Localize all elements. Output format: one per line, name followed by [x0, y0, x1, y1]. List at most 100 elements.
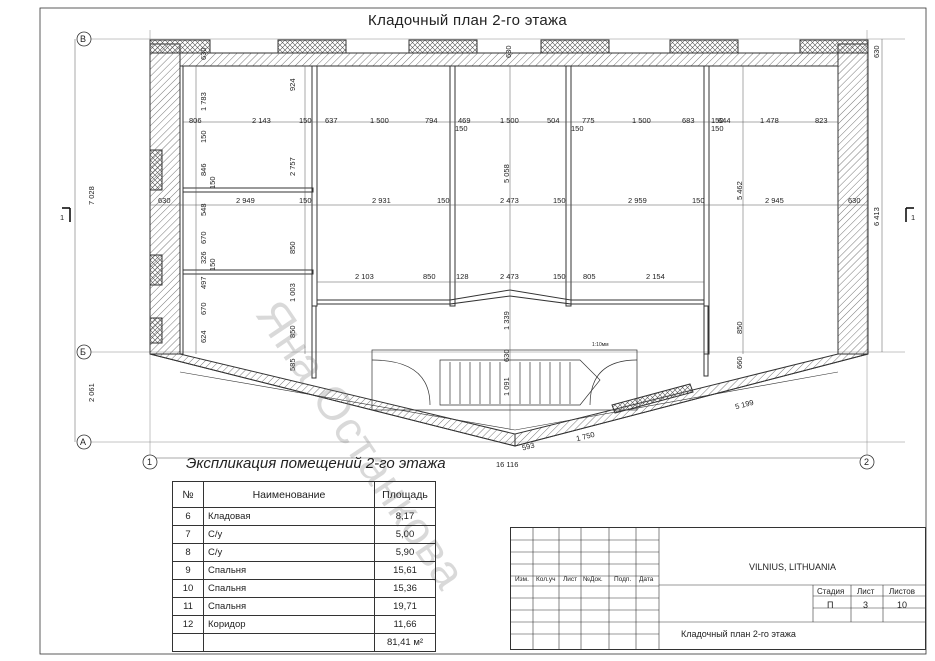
stamp-sheets: 10: [897, 600, 908, 610]
row-area: 11,66: [374, 615, 436, 634]
dim-text: 5 058: [502, 164, 511, 183]
dim-text: 150: [299, 196, 312, 205]
dim-text: 128: [456, 272, 469, 281]
row-area: 19,71: [374, 597, 436, 616]
dim-text: 1 500: [500, 116, 519, 125]
dim-text: 150: [711, 124, 724, 133]
row-num: 11: [172, 597, 204, 616]
dim-text: 2 473: [500, 272, 519, 281]
dim-text: 670: [199, 231, 208, 244]
explication-title: Экспликация помещений 2-го этажа: [186, 455, 446, 472]
row-num: 7: [172, 525, 204, 544]
dim-text: 5 462: [735, 181, 744, 200]
dim-text: 16 116: [496, 460, 519, 469]
dim-text: 1 500: [370, 116, 389, 125]
row-name: Кладовая: [203, 507, 375, 526]
dim-text: 150: [199, 130, 208, 143]
row-area: 15,61: [374, 561, 436, 580]
staircase: [371, 349, 638, 411]
dim-text: 2 945: [765, 196, 784, 205]
dim-text: 2 061: [87, 383, 96, 402]
stamp-col-ndok: №Док.: [583, 576, 603, 583]
axis-bubbles: [76, 31, 875, 470]
dim-text: 660: [735, 356, 744, 369]
empty-cell: [203, 633, 375, 652]
dim-text: 2 103: [355, 272, 374, 281]
col-header-area: Площадь: [374, 481, 436, 508]
row-num: 6: [172, 507, 204, 526]
axis-label-b: Б: [80, 347, 86, 357]
dim-text: 794: [425, 116, 438, 125]
row-num: 8: [172, 543, 204, 562]
empty-cell: [172, 633, 204, 652]
dim-text: 670: [199, 302, 208, 315]
title-block-grid: [511, 528, 925, 649]
dim-text: 1 091: [502, 377, 511, 396]
row-num: 10: [172, 579, 204, 598]
dim-text: 805: [583, 272, 596, 281]
stamp-sheet: 3: [863, 600, 869, 610]
dim-text: 630: [848, 196, 861, 205]
dim-text: 630: [158, 196, 171, 205]
dim-text: 150: [571, 124, 584, 133]
exterior-walls: [149, 43, 869, 447]
dim-text: 6 413: [872, 207, 881, 226]
dim-text: 630: [502, 349, 511, 362]
col-header-num: №: [172, 481, 204, 508]
row-name: Спальня: [203, 579, 375, 598]
dim-text: 850: [423, 272, 436, 281]
dim-text: 846: [199, 163, 208, 176]
dim-text: 806: [189, 116, 202, 125]
stamp-sheet-title: Кладочный план 2-го этажа: [681, 629, 796, 639]
dim-text: 2 959: [628, 196, 647, 205]
dim-text: 1 783: [199, 92, 208, 111]
dim-text: 1 339: [502, 311, 511, 330]
stamp-col-data: Дата: [639, 576, 654, 583]
dim-text: 775: [582, 116, 595, 125]
dim-text: 2 473: [500, 196, 519, 205]
row-num: 9: [172, 561, 204, 580]
dim-text: 469: [458, 116, 471, 125]
row-area: 15,36: [374, 579, 436, 598]
dim-text: 2 949: [236, 196, 255, 205]
stamp-sheets-label: Листов: [889, 587, 915, 596]
section-mark-right: 1: [911, 213, 916, 222]
dim-text: 1 478: [760, 116, 779, 125]
dim-text: 326: [199, 251, 208, 264]
partitions: [179, 65, 710, 379]
dim-text: 630: [199, 47, 208, 60]
plan-title: Кладочный план 2-го этажа: [368, 12, 567, 29]
stamp-col-koluch: Кол.уч: [536, 576, 556, 583]
dim-text: 644: [718, 116, 731, 125]
row-name: С/у: [203, 543, 375, 562]
dim-text: 150: [553, 272, 566, 281]
stamp-col-podp: Подп.: [614, 576, 632, 583]
section-mark-left: 1: [60, 213, 65, 222]
axis-label-v-top: В: [80, 34, 87, 44]
dim-text: 150: [208, 258, 217, 271]
axis-label-2: 2: [864, 457, 870, 467]
row-num: 12: [172, 615, 204, 634]
dim-text: 630: [504, 45, 513, 58]
row-name: С/у: [203, 525, 375, 544]
dim-text: 2 931: [372, 196, 391, 205]
title-block: Изм. Кол.уч Лист №Док. Подп. Дата VILNIU…: [510, 527, 926, 650]
row-name: Коридор: [203, 615, 375, 634]
stair-label: 1:10мм: [592, 342, 609, 348]
row-name: Спальня: [203, 597, 375, 616]
dim-text: 2 154: [646, 272, 665, 281]
dim-text: 850: [735, 321, 744, 334]
stamp-col-izm: Изм.: [515, 576, 529, 583]
dim-text: 683: [682, 116, 695, 125]
dim-text: 823: [815, 116, 828, 125]
total-area: 81,41 м²: [374, 633, 436, 652]
dim-text: 150: [553, 196, 566, 205]
table-total-row: 81,41 м²: [172, 633, 436, 652]
